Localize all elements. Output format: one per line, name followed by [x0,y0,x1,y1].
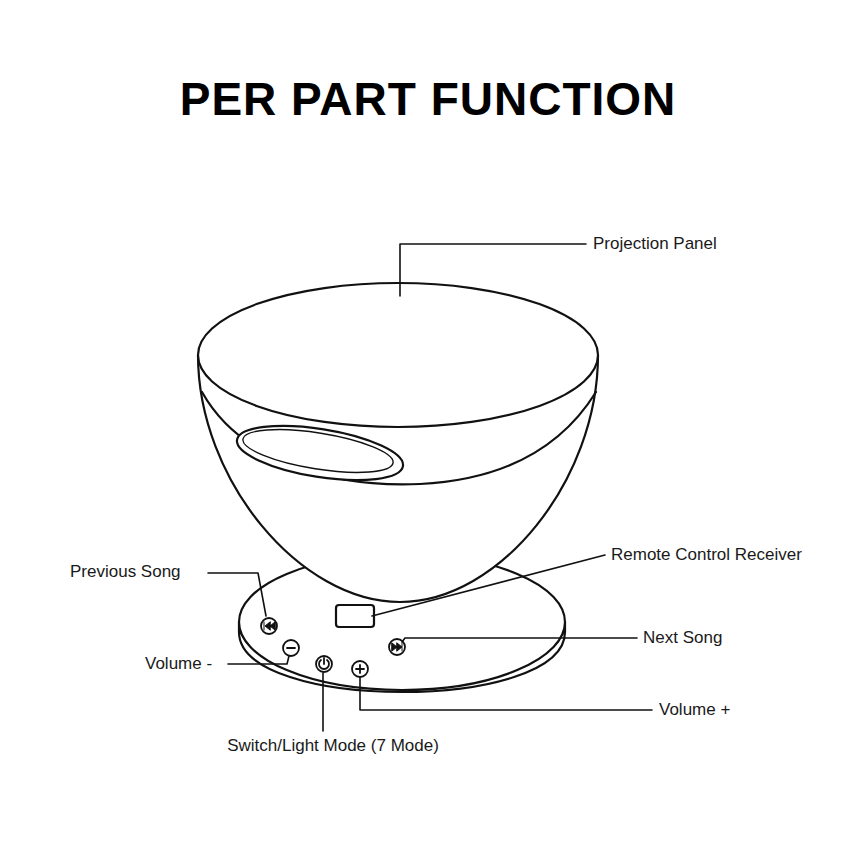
part-label: Next Song [643,628,722,648]
leader-lines [208,244,652,731]
part-label: Previous Song [70,562,181,582]
part-label: Volume - [145,654,212,674]
part-label: Remote Control Receiver [611,545,802,565]
title: PER PART FUNCTION [0,72,856,126]
remote-receiver [336,605,374,627]
part-label: Projection Panel [593,234,717,254]
buttons [261,618,405,677]
part-label: Volume + [659,700,730,720]
part-label: Switch/Light Mode (7 Mode) [227,736,439,756]
projection-bowl [198,283,598,602]
